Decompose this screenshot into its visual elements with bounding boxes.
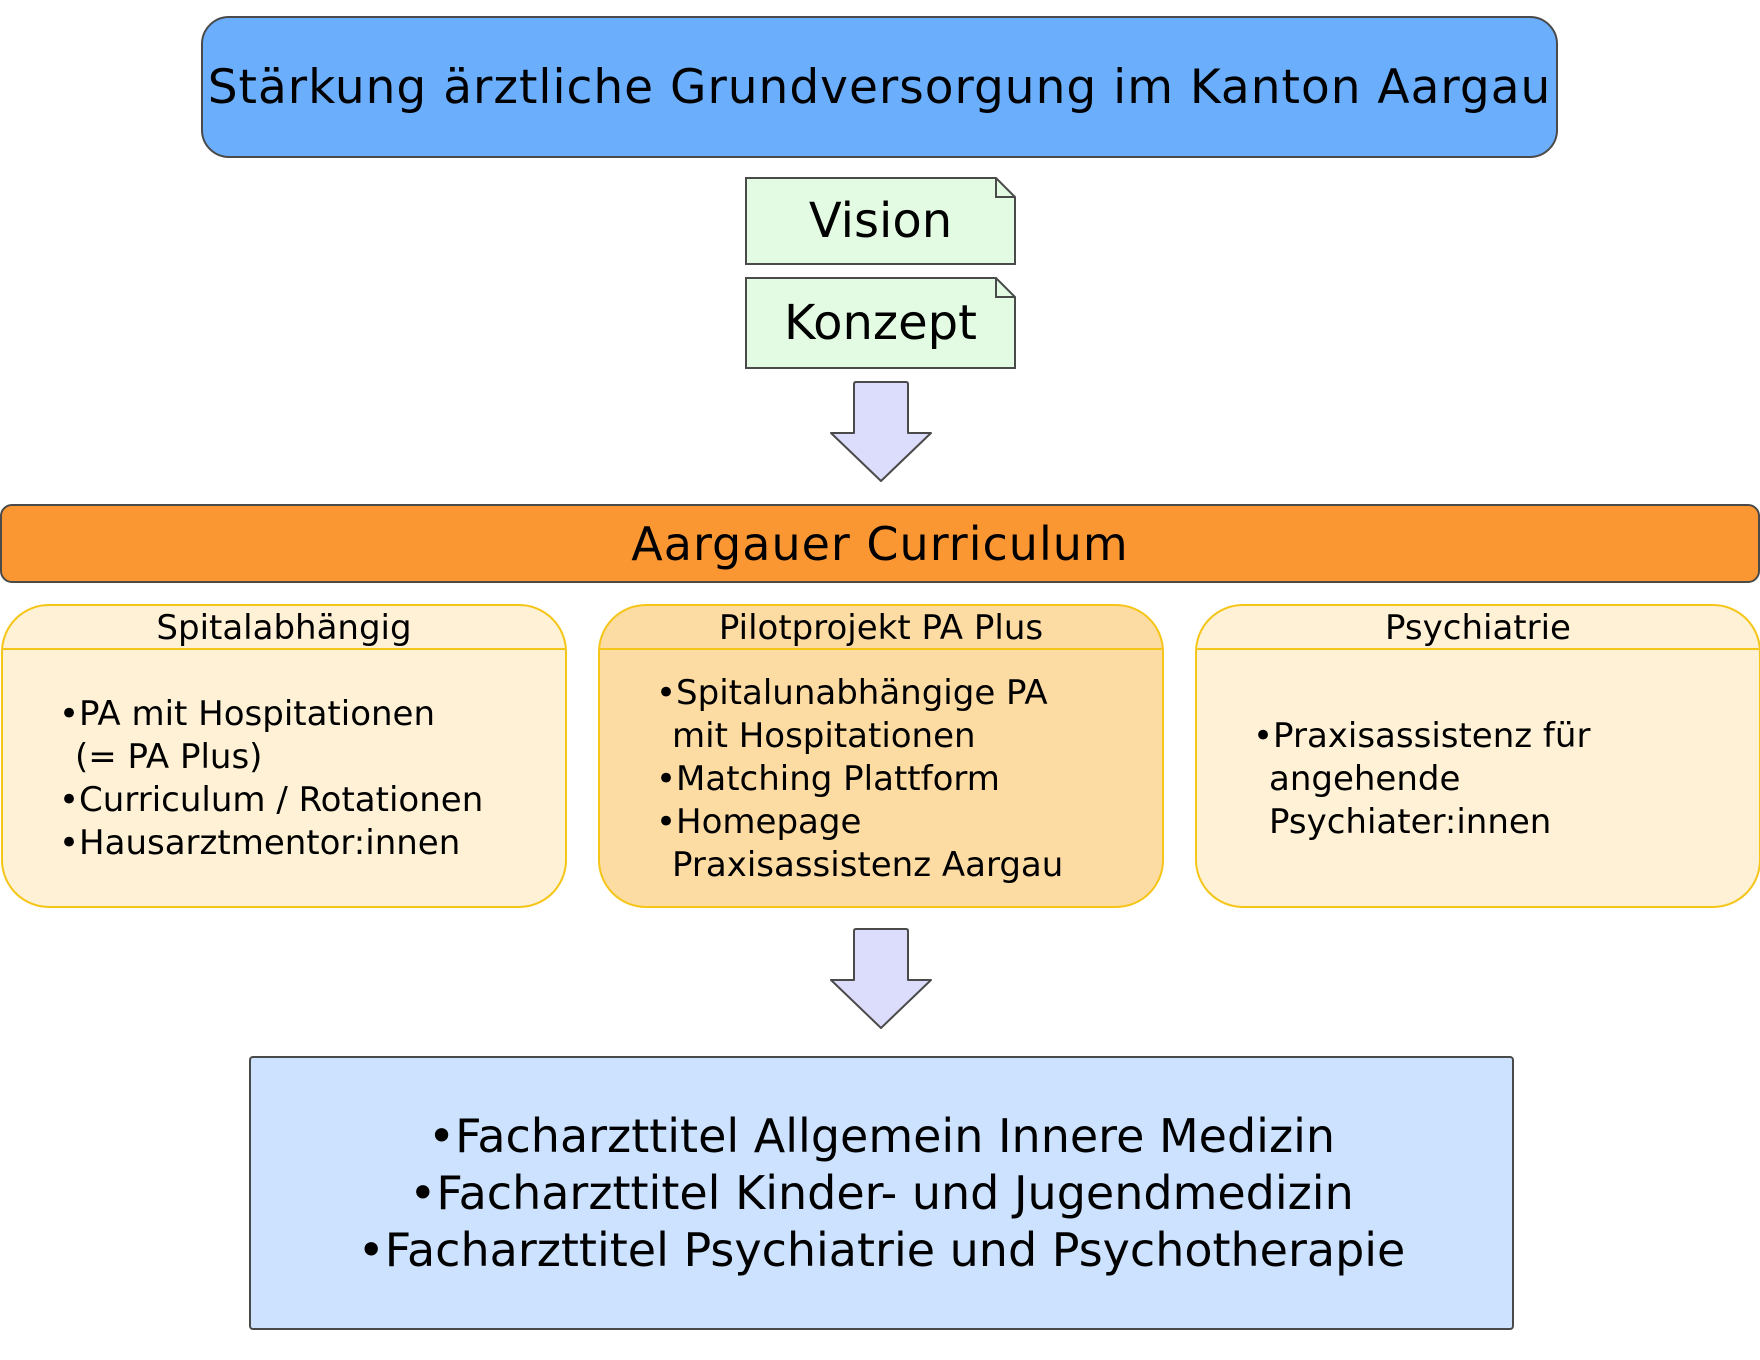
panel-body: •Spitalunabhängige PA mit Hospitationen …	[600, 652, 1162, 906]
outcomes-list: •Facharzttitel Allgemein Innere Medizin …	[358, 1108, 1406, 1279]
panel-header: Psychiatrie	[1197, 606, 1759, 650]
bullet-list: •Praxisassistenz für angehende Psychiate…	[1197, 715, 1590, 844]
list-item: •Homepage Praxisassistenz Aargau	[656, 801, 1064, 885]
list-item: •Praxisassistenz für angehende Psychiate…	[1253, 715, 1591, 842]
main-title: Stärkung ärztliche Grundversorgung im Ka…	[207, 59, 1552, 115]
vision-label: Vision	[808, 193, 953, 249]
panel-spitalabhaengig: Spitalabhängig •PA mit Hospitationen (= …	[1, 604, 567, 908]
bullet-list: •PA mit Hospitationen (= PA Plus) •Curri…	[3, 693, 483, 865]
outcome-item: •Facharzttitel Psychiatrie und Psychothe…	[357, 1222, 1406, 1277]
note-shape	[745, 177, 1016, 265]
panel-psychiatrie: Psychiatrie •Praxisassistenz für angehen…	[1195, 604, 1760, 908]
panel-header: Pilotprojekt PA Plus	[600, 606, 1162, 650]
main-title-box: Stärkung ärztliche Grundversorgung im Ka…	[201, 16, 1558, 158]
konzept-note: Konzept	[745, 277, 1016, 369]
vision-note: Vision	[745, 177, 1016, 265]
panel-body: •PA mit Hospitationen (= PA Plus) •Curri…	[3, 652, 565, 906]
list-item: •Curriculum / Rotationen	[59, 780, 484, 820]
curriculum-bar: Aargauer Curriculum	[0, 504, 1760, 583]
list-item: •PA mit Hospitationen (= PA Plus)	[59, 694, 436, 777]
konzept-label: Konzept	[784, 295, 977, 351]
list-item: •Hausarztmentor:innen	[59, 823, 461, 863]
outcome-item: •Facharzttitel Kinder- und Jugendmedizin	[409, 1165, 1354, 1220]
list-item: •Matching Plattform	[656, 758, 1000, 799]
outcome-item: •Facharzttitel Allgemein Innere Medizin	[427, 1108, 1336, 1163]
panel-pilotprojekt: Pilotprojekt PA Plus •Spitalunabhängige …	[598, 604, 1164, 908]
curriculum-label: Aargauer Curriculum	[631, 516, 1129, 571]
panel-header: Spitalabhängig	[3, 606, 565, 650]
note-shape	[745, 277, 1016, 369]
outcomes-box: •Facharzttitel Allgemein Innere Medizin …	[249, 1056, 1514, 1330]
down-arrow-icon	[830, 928, 932, 1029]
panel-body: •Praxisassistenz für angehende Psychiate…	[1197, 652, 1759, 906]
down-arrow-icon	[830, 381, 932, 482]
list-item: •Spitalunabhängige PA mit Hospitationen	[656, 672, 1048, 756]
bullet-list: •Spitalunabhängige PA mit Hospitationen …	[600, 672, 1063, 887]
